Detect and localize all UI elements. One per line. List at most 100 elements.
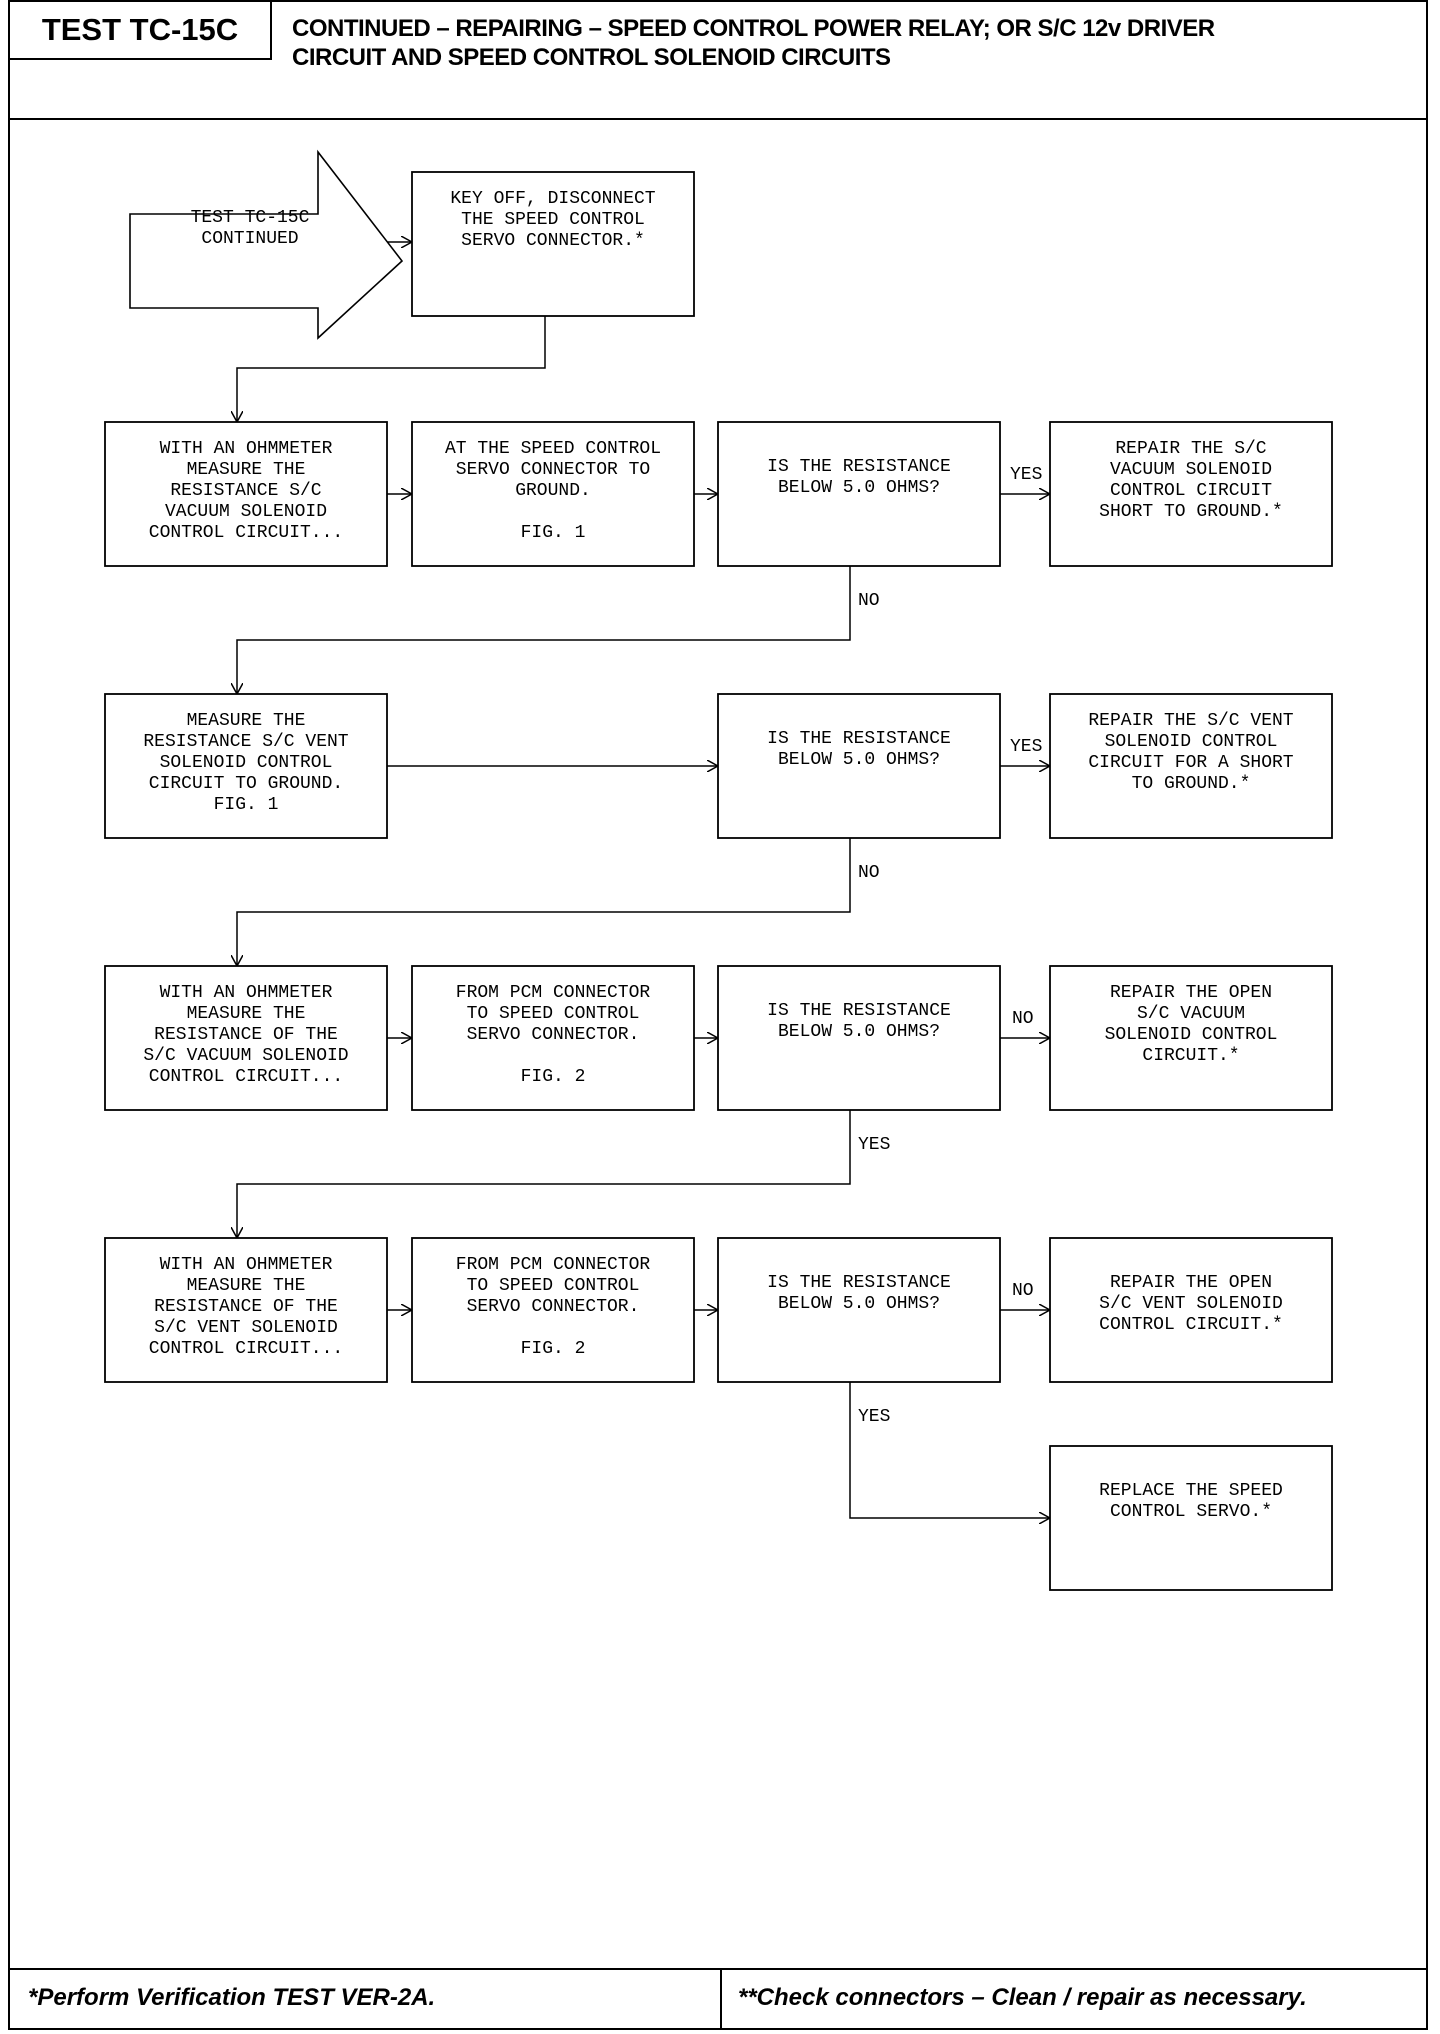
flow-node-line: CONTROL SERVO.* — [1110, 1502, 1272, 1522]
flow-node-line: REPAIR THE OPEN — [1110, 1273, 1272, 1293]
flow-node-line: FIG. 1 — [214, 795, 279, 815]
flow-node-line: REPAIR THE S/C — [1115, 439, 1266, 459]
flow-node-line: GROUND. — [515, 481, 591, 501]
flow-node-line: KEY OFF, DISCONNECT — [450, 189, 655, 209]
flow-node-line: MEASURE THE — [187, 460, 306, 480]
edge-label-r4-yes: YES — [858, 1407, 890, 1427]
flow-node-line: SERVO CONNECTOR. — [467, 1297, 640, 1317]
edge-r3-yes — [237, 1110, 851, 1238]
flow-box — [411, 1237, 695, 1383]
edge-label-r2-yes: YES — [1010, 737, 1042, 757]
flow-node-line: VACUUM SOLENOID — [1110, 460, 1272, 480]
flow-node-line: IS THE RESISTANCE — [767, 457, 951, 477]
flow-node-line: CONTROL CIRCUIT.* — [1099, 1315, 1283, 1335]
edge-label-r4-no: NO — [1012, 1281, 1034, 1301]
flow-node-line: FROM PCM CONNECTOR — [456, 983, 651, 1003]
flow-node-line: FIG. 1 — [521, 523, 586, 543]
flow-node-line: IS THE RESISTANCE — [767, 1273, 951, 1293]
start-arrow-shape — [129, 149, 404, 340]
flow-box — [1049, 693, 1333, 839]
flow-node-line: CONTROL CIRCUIT... — [149, 1339, 343, 1359]
flow-box — [104, 421, 388, 567]
flow-node-line: REPAIR THE S/C VENT — [1088, 711, 1293, 731]
flow-node-line: SOLENOID CONTROL — [160, 753, 333, 773]
flow-node-line: BELOW 5.0 OHMS? — [778, 1022, 940, 1042]
flow-node-line: WITH AN OHMMETER — [160, 439, 333, 459]
flow-node-line: CONTROL CIRCUIT... — [149, 1067, 343, 1087]
flow-node-line: BELOW 5.0 OHMS? — [778, 478, 940, 498]
flow-box — [717, 421, 1001, 567]
flow-node-line: AT THE SPEED CONTROL — [445, 439, 661, 459]
flow-node-line: CIRCUIT TO GROUND. — [149, 774, 343, 794]
flow-node-line: SERVO CONNECTOR. — [467, 1025, 640, 1045]
flow-node-line: SERVO CONNECTOR TO — [456, 460, 650, 480]
header: TEST TC-15C CONTINUED – REPAIRING – SPEE… — [10, 2, 1426, 120]
flow-box — [717, 1237, 1001, 1383]
flow-node-line: S/C VENT SOLENOID — [1099, 1294, 1283, 1314]
flow-node-line: BELOW 5.0 OHMS? — [778, 750, 940, 770]
flow-node-line: WITH AN OHMMETER — [160, 1255, 333, 1275]
flow-node-line: S/C VACUUM SOLENOID — [143, 1046, 348, 1066]
flow-node-line: TO SPEED CONTROL — [467, 1276, 640, 1296]
edge-label-r1-no: NO — [858, 591, 880, 611]
flow-box — [1049, 421, 1333, 567]
page-title: CONTINUED – REPAIRING – SPEED CONTROL PO… — [292, 14, 1412, 72]
flow-node-line: SOLENOID CONTROL — [1105, 1025, 1278, 1045]
flow-box — [1049, 965, 1333, 1111]
test-id-label: TEST TC-15C — [10, 2, 272, 60]
flow-box — [411, 421, 695, 567]
flow-node-line: RESISTANCE S/C — [170, 481, 321, 501]
flow-node-line: CONTINUED — [201, 229, 298, 249]
flow-node-line: WITH AN OHMMETER — [160, 983, 333, 1003]
flow-node-line: REPLACE THE SPEED — [1099, 1481, 1283, 1501]
flow-node-line: THE SPEED CONTROL — [461, 210, 645, 230]
flow-node-line: CIRCUIT.* — [1142, 1046, 1239, 1066]
flow-node-line: SERVO CONNECTOR.* — [461, 231, 645, 251]
edge-key-off-to-r1 — [237, 316, 546, 422]
flow-node-line: RESISTANCE OF THE — [154, 1297, 338, 1317]
flow-node-line: IS THE RESISTANCE — [767, 729, 951, 749]
flow-node-line: CONTROL CIRCUIT... — [149, 523, 343, 543]
flow-node-line: MEASURE THE — [187, 1276, 306, 1296]
flow-node-line: RESISTANCE OF THE — [154, 1025, 338, 1045]
flow-box — [717, 693, 1001, 839]
footer-divider — [720, 1970, 722, 2028]
flow-node-line: MEASURE THE — [187, 1004, 306, 1024]
flow-node-line: FROM PCM CONNECTOR — [456, 1255, 651, 1275]
flow-box — [717, 965, 1001, 1111]
flow-node-line: SOLENOID CONTROL — [1105, 732, 1278, 752]
flow-box — [104, 693, 388, 839]
flow-box — [1049, 1445, 1333, 1591]
edge-label-r3-yes: YES — [858, 1135, 890, 1155]
edge-label-r1-yes: YES — [1010, 465, 1042, 485]
edge-r4-yes — [849, 1382, 1050, 1518]
